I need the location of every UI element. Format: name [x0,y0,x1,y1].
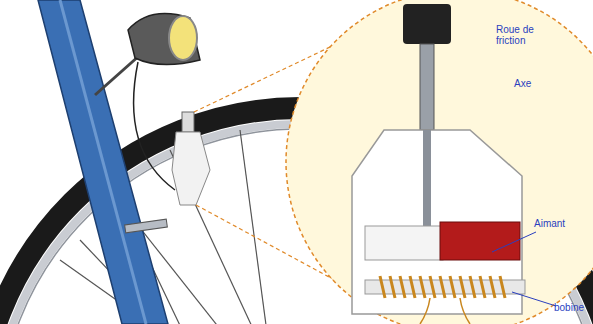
zoom-circle [286,0,593,324]
coil-wires [420,298,470,324]
clamp [125,219,168,233]
part-label: Aimant [534,218,584,229]
dynamo-housing [172,132,210,205]
shaft-lower [423,130,431,230]
dynamo-head [182,112,194,132]
friction-wheel [403,4,451,44]
leader-lines [492,232,556,306]
dynamo-detail [352,4,525,324]
dynamo-small [172,112,210,205]
part-label: bobine [554,302,593,313]
shaft-upper [420,44,434,130]
lamp-body [128,14,200,65]
spokes [30,130,300,324]
lamp-wire [134,62,175,190]
coil-winding [380,276,505,298]
lamp-lens [169,16,197,60]
magnet-white [365,226,443,260]
part-label: Axe [514,78,554,89]
part-label: Roue de friction [496,24,548,46]
magnet-red [440,222,520,260]
lamp-bracket [95,55,140,95]
